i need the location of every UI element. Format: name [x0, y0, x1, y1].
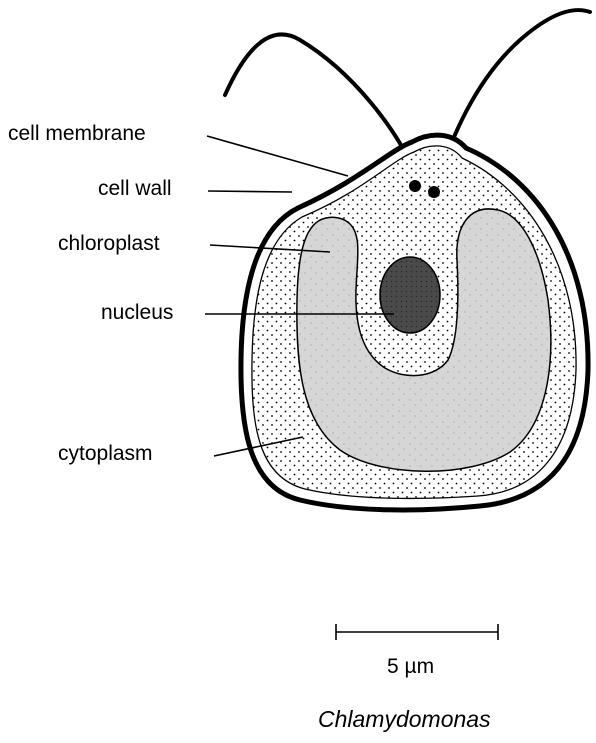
basal-body-right [428, 186, 440, 198]
leader-line-cell-wall [208, 191, 292, 192]
leader-line-cell-membrane [207, 136, 348, 176]
label-cell-wall: cell wall [98, 178, 172, 199]
organism-name: Chlamydomonas [318, 708, 491, 731]
basal-body-left [409, 180, 421, 192]
label-nucleus: nucleus [101, 302, 173, 323]
scale-bar-label: 5 µm [387, 656, 434, 677]
scale-bar [336, 624, 498, 640]
label-chloroplast: chloroplast [58, 233, 160, 254]
label-cell-membrane: cell membrane [8, 123, 146, 144]
label-cytoplasm: cytoplasm [58, 443, 153, 464]
nucleus-body [380, 257, 440, 333]
